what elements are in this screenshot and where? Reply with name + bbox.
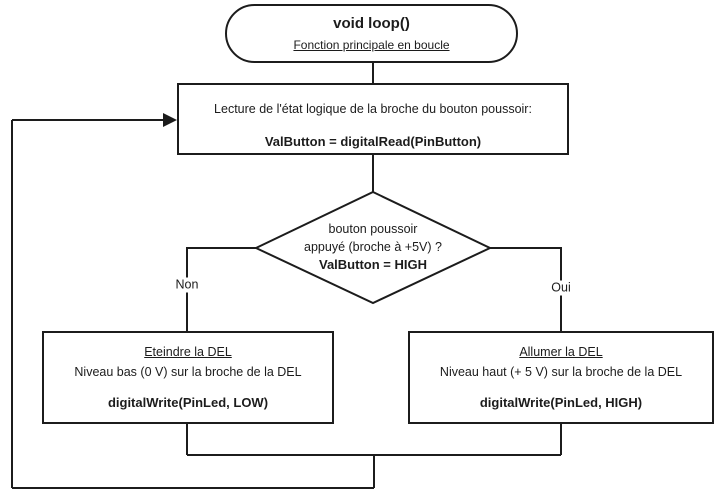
- decision-label: bouton poussoir appuyé (broche à +5V) ? …: [256, 192, 490, 303]
- led-on-title: Allumer la DEL: [519, 345, 603, 359]
- led-off-title: Eteindre la DEL: [144, 345, 232, 359]
- branch-no-label: Non: [173, 277, 201, 293]
- decision-line1: bouton poussoir: [328, 222, 418, 237]
- led-off-code: digitalWrite(PinLed, LOW): [107, 395, 269, 410]
- led-on-description: Niveau haut (+ 5 V) sur la broche de la …: [439, 365, 683, 379]
- read-button-process: Lecture de l'état logique de la broche d…: [177, 83, 569, 155]
- read-button-code: ValButton = digitalRead(PinButton): [264, 133, 482, 149]
- start-subtitle: Fonction principale en boucle: [293, 38, 450, 52]
- edge-decision-no: [186, 247, 256, 331]
- decision-diamond: [253, 190, 493, 305]
- led-on-process: Allumer la DEL Niveau haut (+ 5 V) sur l…: [408, 331, 714, 424]
- edge-decision-yes: [490, 247, 562, 331]
- branch-yes-label: Oui: [549, 280, 573, 296]
- led-on-code: digitalWrite(PinLed, HIGH): [479, 395, 643, 410]
- decision-code: ValButton = HIGH: [319, 257, 427, 273]
- start-terminator: void loop() Fonction principale en boucl…: [225, 4, 518, 63]
- read-button-description: Lecture de l'état logique de la broche d…: [214, 101, 532, 116]
- led-off-description: Niveau bas (0 V) sur la broche de la DEL: [74, 365, 302, 379]
- arrowhead-icon: [163, 113, 177, 127]
- led-off-process: Eteindre la DEL Niveau bas (0 V) sur la …: [42, 331, 334, 424]
- decision-line2: appuyé (broche à +5V) ?: [304, 239, 442, 254]
- start-title: void loop(): [333, 15, 410, 32]
